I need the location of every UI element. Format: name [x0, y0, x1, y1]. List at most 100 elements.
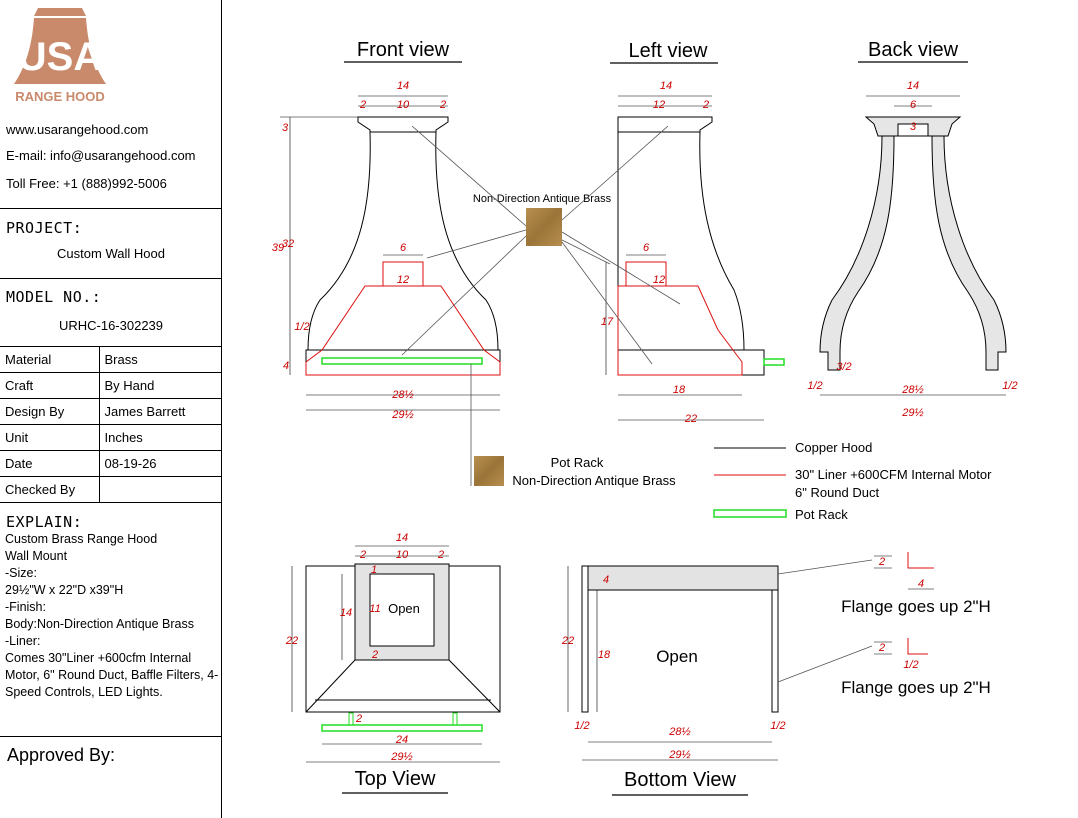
dim-label: 3	[910, 121, 917, 133]
explain-line: -Liner:	[5, 634, 41, 648]
dim-label: 3/2	[836, 361, 851, 373]
explain-line: -Size:	[5, 566, 37, 580]
dim-label: 29½	[901, 407, 923, 419]
dim-label: 14	[340, 607, 352, 619]
dim-label: 10	[397, 99, 410, 111]
legend-label: Copper Hood	[795, 440, 872, 455]
dim-label: 39	[272, 242, 284, 254]
dim-label: 2	[878, 642, 885, 654]
dim-label: 28½	[668, 726, 690, 738]
divider	[0, 736, 222, 737]
dim-label: 1/2	[903, 659, 918, 671]
dim-label: 4	[918, 578, 924, 590]
meta-value: Brass	[98, 346, 222, 373]
meta-value: By Hand	[98, 372, 222, 399]
explain-line: Custom Brass Range Hood	[5, 532, 158, 546]
website-link[interactable]: www.usarangehood.com	[6, 122, 149, 137]
front-view: 14 2 10 2 3 39 32 6 12 1/2 4 28½ 29½	[272, 80, 501, 421]
dim-label: 18	[598, 649, 611, 661]
divider	[0, 278, 222, 279]
dim-label: 6	[910, 99, 917, 111]
meta-key: Date	[0, 450, 100, 477]
project-value: Custom Wall Hood	[57, 246, 165, 261]
dim-label: 14	[396, 532, 408, 544]
logo-subtext: RANGE HOOD	[15, 89, 105, 104]
title-block: USA RANGE HOOD www.usarangehood.com E-ma…	[0, 0, 222, 818]
dim-label: 2	[355, 713, 362, 725]
pot-rack-callout: Pot Rack Non-Direction Antique Brass	[470, 364, 676, 488]
explain-line: Comes 30"Liner +600cfm Internal Motor, 6…	[5, 651, 219, 699]
front-view-title: Front view	[357, 39, 450, 61]
table-row: Checked By	[0, 476, 222, 503]
dim-label: 12	[397, 274, 409, 286]
dim-label: 1/2	[294, 321, 309, 333]
pot-rack-title: Pot Rack	[551, 455, 604, 470]
finish-label: Non-Direction Antique Brass	[473, 193, 612, 205]
open-label: Open	[656, 647, 698, 666]
meta-key: Checked By	[0, 476, 100, 503]
dim-label: 3	[282, 122, 289, 134]
phone-number: Toll Free: +1 (888)992-5006	[6, 176, 167, 191]
dim-label: 1/2	[807, 380, 822, 392]
legend-label: 6" Round Duct	[795, 485, 879, 500]
meta-value	[98, 476, 222, 503]
open-label: Open	[388, 601, 420, 616]
dim-label: 2	[437, 549, 444, 561]
usa-range-hood-logo: USA RANGE HOOD	[14, 8, 106, 104]
legend: Copper Hood 30" Liner +600CFM Internal M…	[713, 440, 992, 522]
dim-label: 2	[702, 99, 709, 111]
dim-label: 22	[285, 635, 298, 647]
dim-label: 18	[673, 384, 686, 396]
explain-line: Body:Non-Direction Antique Brass	[5, 617, 194, 631]
top-view-title: Top View	[355, 768, 436, 790]
dim-label: 2	[878, 556, 885, 568]
back-view-title: Back view	[868, 39, 959, 61]
divider	[0, 208, 222, 209]
dim-label: 10	[396, 549, 409, 561]
bottom-view-title: Bottom View	[624, 769, 736, 791]
dim-label: 29½	[668, 749, 690, 761]
dim-label: 2	[439, 99, 446, 111]
meta-key: Craft	[0, 372, 100, 399]
model-value: URHC-16-302239	[58, 318, 164, 333]
flange-note: Flange goes up 2"H	[841, 678, 991, 697]
dim-label: 2	[359, 549, 366, 561]
bottom-view: 4 22 18 Open 1/2 28½ 1/2 29½	[561, 559, 873, 761]
dim-label: 17	[601, 316, 614, 328]
dim-label: 2	[359, 99, 366, 111]
dim-label: 11	[369, 603, 380, 615]
top-view: 14 2 10 2 1 14 11 Open 2 22 2 24 29½	[285, 532, 501, 763]
meta-value: Inches	[98, 424, 222, 451]
finish-callout: Non-Direction Antique Brass	[401, 125, 681, 365]
left-view: 14 12 2 6 12 17 18 22	[601, 80, 785, 425]
meta-value: 08-19-26	[98, 450, 222, 477]
dim-label: 14	[907, 80, 919, 92]
explain-line: 29½"W x 22"D x39"H	[5, 583, 124, 597]
brass-swatch	[526, 208, 562, 246]
meta-key: Design By	[0, 398, 100, 425]
project-label: PROJECT:	[6, 219, 83, 237]
dim-label: 1/2	[574, 720, 589, 732]
dim-label: 28½	[901, 384, 923, 396]
dim-label: 1	[371, 564, 377, 576]
email-link[interactable]: E-mail: info@usarangehood.com	[6, 148, 196, 163]
dim-label: 6	[643, 242, 650, 254]
dim-label: 32	[282, 238, 294, 250]
dim-label: 28½	[391, 389, 413, 401]
dim-label: 29½	[391, 409, 413, 421]
explain-line: Wall Mount	[5, 549, 68, 563]
explain-line: -Finish:	[5, 600, 46, 614]
dim-label: 14	[397, 80, 409, 92]
dim-label: 6	[400, 242, 407, 254]
approved-by-label: Approved By:	[7, 745, 116, 765]
back-view: 14 6 3 3/2 1/2 28½ 1/2 29½	[807, 80, 1017, 419]
explain-text: Custom Brass Range Hood Wall Mount -Size…	[5, 531, 221, 701]
dim-label: 2	[371, 649, 378, 661]
brass-swatch	[474, 456, 504, 486]
left-view-title: Left view	[629, 40, 708, 62]
